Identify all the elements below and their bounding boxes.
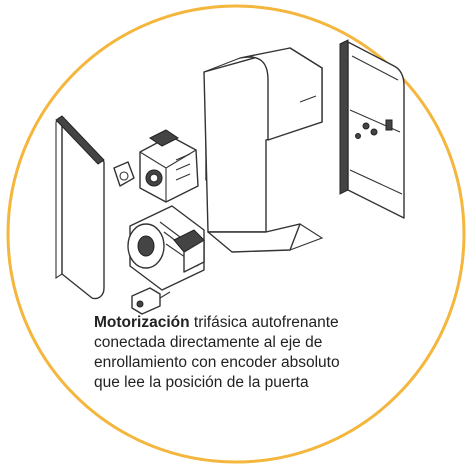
main-cover bbox=[203, 47, 324, 253]
caption-line-1-rest: trifásica autofrenante bbox=[189, 314, 339, 331]
left-side-panel bbox=[55, 115, 105, 300]
caption-line-3: enrollamiento con encoder absoluto bbox=[94, 354, 340, 371]
caption-line-1: Motorización trifásica autofrenante bbox=[94, 313, 434, 333]
caption-line-2: conectada directamente al eje de bbox=[94, 334, 323, 351]
right-back-panel bbox=[339, 39, 405, 219]
encoder bbox=[131, 287, 171, 315]
caption-line-4: que lee la posición de la puerta bbox=[94, 374, 309, 391]
electric-motor bbox=[127, 205, 205, 291]
caption-bold-term: Motorización bbox=[94, 314, 190, 331]
gearbox-unit bbox=[139, 129, 199, 203]
caption-text: Motorización trifásica autofrenante cone… bbox=[94, 313, 434, 393]
small-bracket bbox=[113, 161, 135, 187]
